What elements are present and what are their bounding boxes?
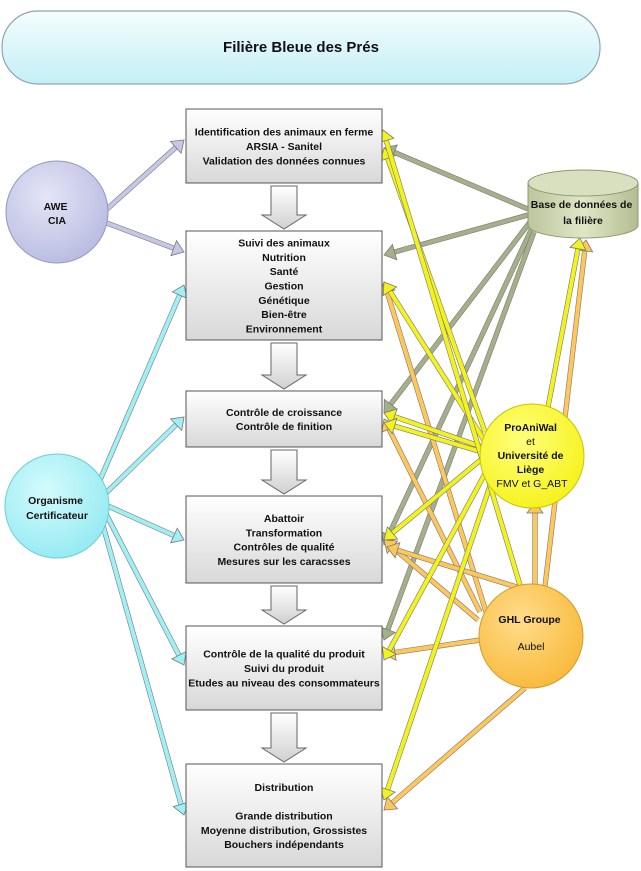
step-line: Contrôle de finition <box>236 421 332 433</box>
step-line: ARSIA - Sanitel <box>246 141 322 153</box>
flow-arrow-down <box>260 342 308 390</box>
arrow-proaniwal-to-step <box>383 408 483 450</box>
connector-arrows <box>97 129 594 816</box>
step-line: Grande distribution <box>235 811 332 823</box>
step-line: Suivi du produit <box>244 663 324 675</box>
arrow-awe-to-identification <box>104 139 185 212</box>
step-line: Gestion <box>264 281 303 293</box>
actor-proaniwal: ProAniWal et Université de Liège FMV et … <box>479 403 585 509</box>
arrow-proaniwal-to-step <box>383 455 485 541</box>
arrow-awe-to-suivi <box>103 219 185 257</box>
flow-arrows <box>260 185 308 763</box>
ghl-label: GHL Groupe Aubel <box>498 614 563 653</box>
step-line: Moyenne distribution, Grossistes <box>201 825 367 837</box>
step-line: Transformation <box>246 527 322 539</box>
flow-arrow-down <box>260 185 308 230</box>
step-line: Contrôle de croissance <box>226 407 342 419</box>
arrow-proaniwal-to-database <box>545 237 587 408</box>
step-line: Contrôle de la qualité du produit <box>203 649 365 661</box>
actor-ghl-groupe: GHL Groupe Aubel <box>478 583 584 689</box>
arrow-organisme-to-step <box>103 512 187 666</box>
step-line: Génétique <box>258 295 310 307</box>
arrow-organisme-to-step <box>106 503 185 544</box>
arrow-organisme-to-step <box>97 284 188 482</box>
step-line: Environnement <box>246 323 323 335</box>
step-line: Contrôles de qualité <box>234 542 335 554</box>
step-line: Bien-être <box>261 309 307 321</box>
step-line: Etudes au niveau des consommateurs <box>188 677 380 689</box>
database-label: Base de données de la filière <box>531 199 635 227</box>
awe-label: AWE CIA <box>44 201 71 227</box>
actor-organisme-certificateur: Organisme Certificateur <box>4 453 110 559</box>
title-banner: Filière Bleue des Prés <box>1 10 601 85</box>
arrow-organisme-to-step <box>99 521 190 816</box>
step-line: Abattoir <box>264 513 304 525</box>
flow-arrow-down <box>260 712 308 763</box>
arrow-proaniwal-to-step <box>381 468 490 661</box>
step-line: Suivi des animaux <box>238 238 330 250</box>
step-line: Distribution <box>255 782 314 794</box>
arrow-organisme-to-step <box>104 416 185 495</box>
step-line: Bouchers indépendants <box>224 839 344 851</box>
step-line: Mesures sur les caracsses <box>217 556 350 568</box>
diagram-title: Filière Bleue des Prés <box>223 39 379 56</box>
arrow-ghl-to-step <box>383 686 527 811</box>
step-line: Nutrition <box>262 252 306 264</box>
flow-arrow-down <box>260 585 308 625</box>
organisme-label: Organisme Certificateur <box>26 495 88 522</box>
actor-awe: AWE CIA <box>5 160 109 264</box>
flow-arrow-down <box>260 449 308 495</box>
actor-database: Base de données de la filière <box>527 169 639 239</box>
arrow-ghl-to-proaniwal <box>526 501 544 585</box>
arrow-proaniwal-to-step <box>383 417 483 455</box>
arrow-ghl-to-abattoir <box>386 541 521 591</box>
step-line: Identification des animaux en ferme <box>195 127 374 139</box>
step-line: Santé <box>270 266 299 278</box>
step-line: Validation des données connues <box>203 155 366 167</box>
proaniwal-label: ProAniWal et Université de Liège FMV et … <box>496 422 568 490</box>
